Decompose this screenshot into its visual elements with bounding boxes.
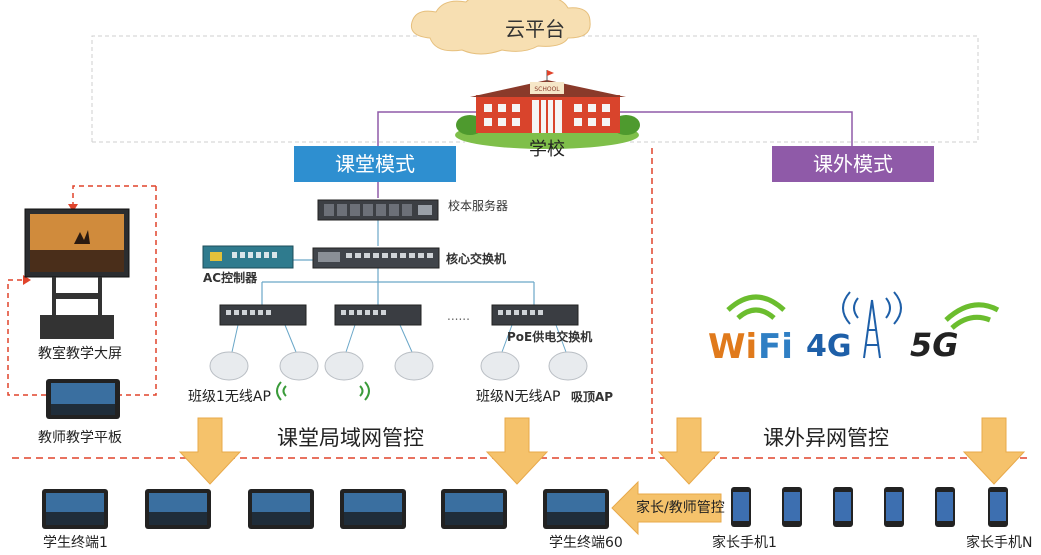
parent-phone-first-label: 家长手机1 (712, 535, 777, 551)
student-terminal-last-label: 学生终端60 (549, 535, 623, 551)
poe-ellipsis: ...... (447, 309, 470, 323)
teacher-tablet-label: 教师教学平板 (38, 430, 122, 446)
ap-classN-label: 班级N无线AP (476, 389, 561, 405)
in-class-mode-box: 课堂模式 (294, 146, 456, 182)
screen-loop-top (72, 185, 156, 206)
classroom-screen-label: 教室教学大屏 (38, 346, 122, 362)
remote-control-label: 课外异网管控 (763, 426, 889, 450)
screen-loop-left (7, 279, 46, 396)
ap-signal-marks (276, 381, 370, 401)
after-class-mode-box: 课外模式 (772, 146, 934, 182)
ap-class1-label: 班级1无线AP (188, 389, 271, 405)
poe-switch-label: PoE供电交换机 (507, 330, 593, 344)
parent-teacher-control-label: 家长/教师管控 (636, 500, 725, 516)
student-terminal-first-label: 学生终端1 (43, 535, 108, 551)
cloud-label: 云平台 (505, 17, 565, 41)
screen-loop-right (120, 186, 157, 396)
lan-control-label: 课堂局域网管控 (277, 426, 424, 450)
core-switch-label: 核心交换机 (446, 252, 507, 266)
cloud-dashed-frame (91, 35, 979, 142)
server-label: 校本服务器 (448, 199, 509, 213)
school-to-in-class-line (377, 111, 488, 148)
parent-phone-last-label: 家长手机N (966, 535, 1033, 551)
school-to-after-class-line (620, 111, 853, 148)
ac-controller-label: AC控制器 (203, 271, 258, 285)
ceiling-ap-label: 吸顶AP (571, 390, 614, 404)
school-label: 学校 (529, 139, 565, 160)
